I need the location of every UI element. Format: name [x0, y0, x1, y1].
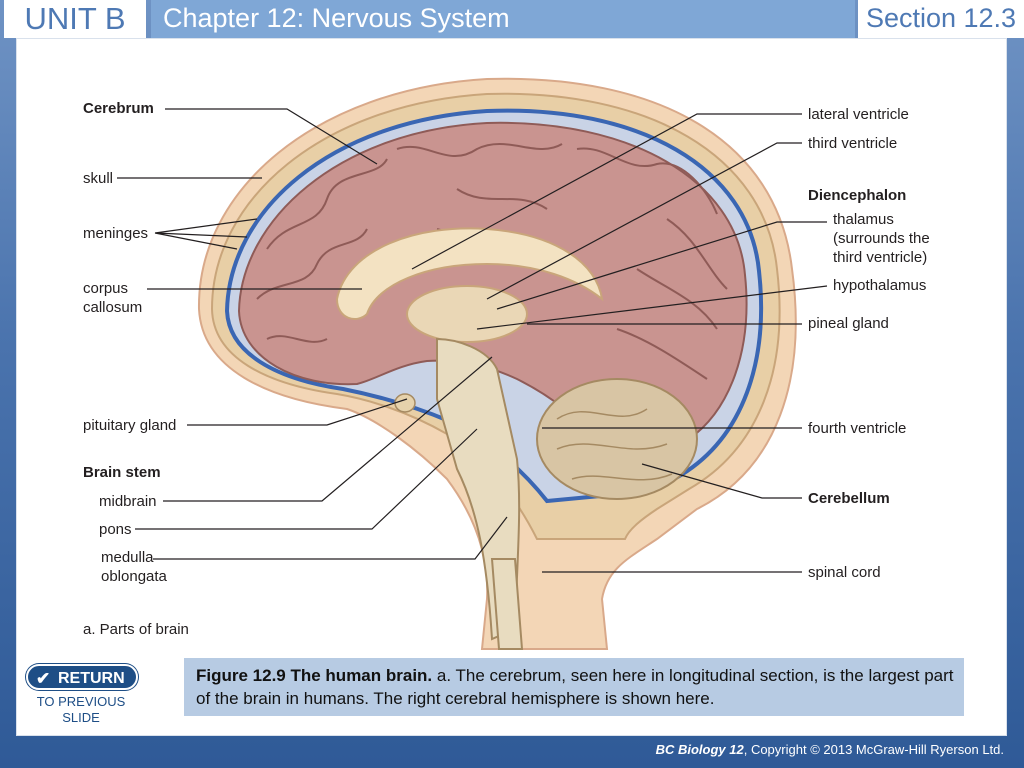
label-medulla-1: medulla: [101, 549, 154, 566]
label-pineal: pineal gland: [808, 315, 889, 332]
label-cerebellum: Cerebellum: [808, 490, 890, 507]
spinal-cord-shape: [490, 558, 524, 650]
label-spinal-cord: spinal cord: [808, 564, 881, 581]
slide-header: UNIT B Chapter 12: Nervous System Sectio…: [0, 0, 1024, 38]
footer-copy: , Copyright © 2013 McGraw-Hill Ryerson L…: [743, 742, 1004, 757]
label-thalamus-1: thalamus: [833, 211, 894, 228]
label-cerebrum: Cerebrum: [83, 100, 154, 117]
corpus-callosum-shape: [335, 227, 604, 320]
label-pons: pons: [99, 521, 132, 538]
return-sub-line1: TO PREVIOUS: [36, 694, 126, 709]
label-corpus-2: callosum: [83, 299, 142, 316]
caption-title: Figure 12.9 The human brain.: [196, 666, 433, 685]
label-medulla-2: oblongata: [101, 568, 168, 585]
return-subtext[interactable]: TO PREVIOUS SLIDE: [22, 694, 140, 726]
chapter-title: Chapter 12: Nervous System: [151, 0, 855, 38]
label-thalamus-3: third ventricle): [833, 249, 927, 266]
label-thalamus-2: (surrounds the: [833, 230, 930, 247]
label-third-ventricle: third ventricle: [808, 135, 897, 152]
cerebellum-shape: [536, 378, 698, 500]
unit-title: UNIT B: [4, 0, 146, 38]
return-button[interactable]: ✔ RETURN: [26, 664, 138, 690]
pituitary-shape: [394, 393, 416, 413]
label-meninges: meninges: [83, 225, 148, 242]
brain-diagram: Cerebrum skull meninges corpus callosum …: [83, 77, 930, 650]
leader-lines: [117, 108, 828, 573]
footer-brand: BC Biology 12: [655, 742, 744, 757]
return-label: RETURN: [58, 670, 125, 687]
section-title: Section 12.3: [858, 0, 1024, 38]
label-lateral-ventricle: lateral ventricle: [808, 106, 909, 123]
label-hypothalamus: hypothalamus: [833, 277, 926, 294]
label-fourth-ventricle: fourth ventricle: [808, 420, 906, 437]
label-corpus-1: corpus: [83, 280, 128, 297]
footer-copyright: BC Biology 12, Copyright © 2013 McGraw-H…: [656, 742, 1004, 757]
label-diencephalon: Diencephalon: [808, 187, 906, 204]
gyri-lines: [256, 143, 728, 380]
label-brain-stem: Brain stem: [83, 464, 161, 481]
label-midbrain: midbrain: [99, 493, 157, 510]
caption-text: a. The cerebrum, seen here in longitudin…: [196, 666, 954, 708]
check-icon: ✔: [36, 669, 51, 688]
thalamus-shape: [406, 285, 528, 343]
cerebellum-folia: [556, 408, 673, 481]
content-panel: Cerebrum skull meninges corpus callosum …: [16, 38, 1007, 736]
label-skull: skull: [83, 170, 113, 187]
panel-label: a. Parts of brain: [83, 621, 189, 638]
return-sub-line2: SLIDE: [62, 710, 100, 725]
figure-caption: Figure 12.9 The human brain. a. The cere…: [184, 658, 964, 716]
label-pituitary: pituitary gland: [83, 417, 176, 434]
